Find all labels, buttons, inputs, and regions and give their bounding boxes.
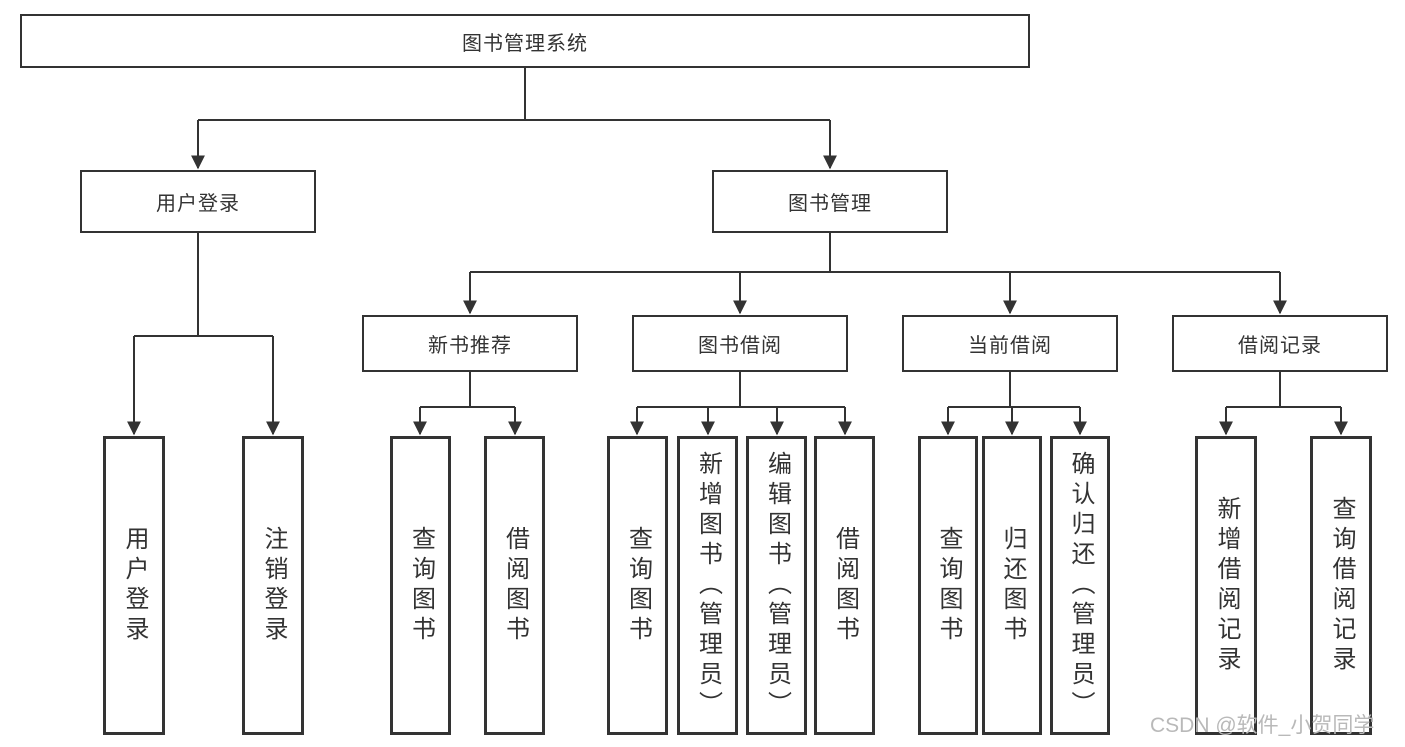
leaf-add-borrow-record: 新增借阅记录 [1195,436,1257,735]
node-label: 用户登录 [156,193,240,215]
leaf-label: 确认归还（管理员） [1067,450,1094,721]
leaf-confirm-return-admin: 确认归还（管理员） [1050,436,1110,735]
leaf-return-book: 归还图书 [982,436,1042,735]
connector-borrowing-to-leaves [630,372,852,436]
leaf-label: 查询图书 [935,525,962,646]
csdn-watermark: CSDN @软件_小贺同学 [1150,714,1375,737]
node-label: 图书管理系统 [462,32,588,55]
node-label: 新书推荐 [428,335,512,357]
node-new-book-recommendation: 新书推荐 [362,315,578,372]
leaf-borrow-books: 借阅图书 [484,436,545,735]
connector-book-mgmt-to-level3 [463,233,1287,315]
connector-current-to-leaves [941,372,1087,436]
leaf-label: 新增图书（管理员） [694,450,722,721]
leaf-label: 新增借阅记录 [1213,495,1240,676]
node-library-management-system: 图书管理系统 [20,14,1030,68]
leaf-label: 借阅图书 [831,525,859,646]
connector-user-login-to-leaves [127,233,280,436]
node-label: 借阅记录 [1238,335,1322,357]
node-user-login: 用户登录 [80,170,316,233]
leaf-label: 归还图书 [999,525,1026,646]
leaf-query-books: 查询图书 [918,436,978,735]
connector-root-to-level2 [191,68,837,170]
node-label: 当前借阅 [968,335,1052,357]
node-book-management: 图书管理 [712,170,948,233]
leaf-query-books: 查询图书 [607,436,668,735]
leaf-label: 查询图书 [624,525,652,646]
leaf-label: 查询图书 [407,525,435,646]
node-current-borrowing: 当前借阅 [902,315,1118,372]
leaf-query-borrow-record: 查询借阅记录 [1310,436,1372,735]
node-book-borrowing: 图书借阅 [632,315,848,372]
leaf-label: 查询借阅记录 [1328,495,1355,676]
leaf-query-books: 查询图书 [390,436,451,735]
node-borrowing-records: 借阅记录 [1172,315,1388,372]
leaf-label: 借阅图书 [501,525,529,646]
leaf-borrow-books: 借阅图书 [814,436,875,735]
leaf-label: 用户登录 [121,525,148,646]
node-label: 图书管理 [788,193,872,215]
connector-records-to-leaves [1219,372,1348,436]
leaf-label: 编辑图书（管理员） [763,450,791,721]
leaf-edit-book-admin: 编辑图书（管理员） [746,436,807,735]
leaf-logout: 注销登录 [242,436,304,735]
node-label: 图书借阅 [698,335,782,357]
leaf-add-book-admin: 新增图书（管理员） [677,436,738,735]
connector-new-books-to-leaves [413,372,522,436]
leaf-label: 注销登录 [260,525,287,646]
leaf-user-login: 用户登录 [103,436,165,735]
